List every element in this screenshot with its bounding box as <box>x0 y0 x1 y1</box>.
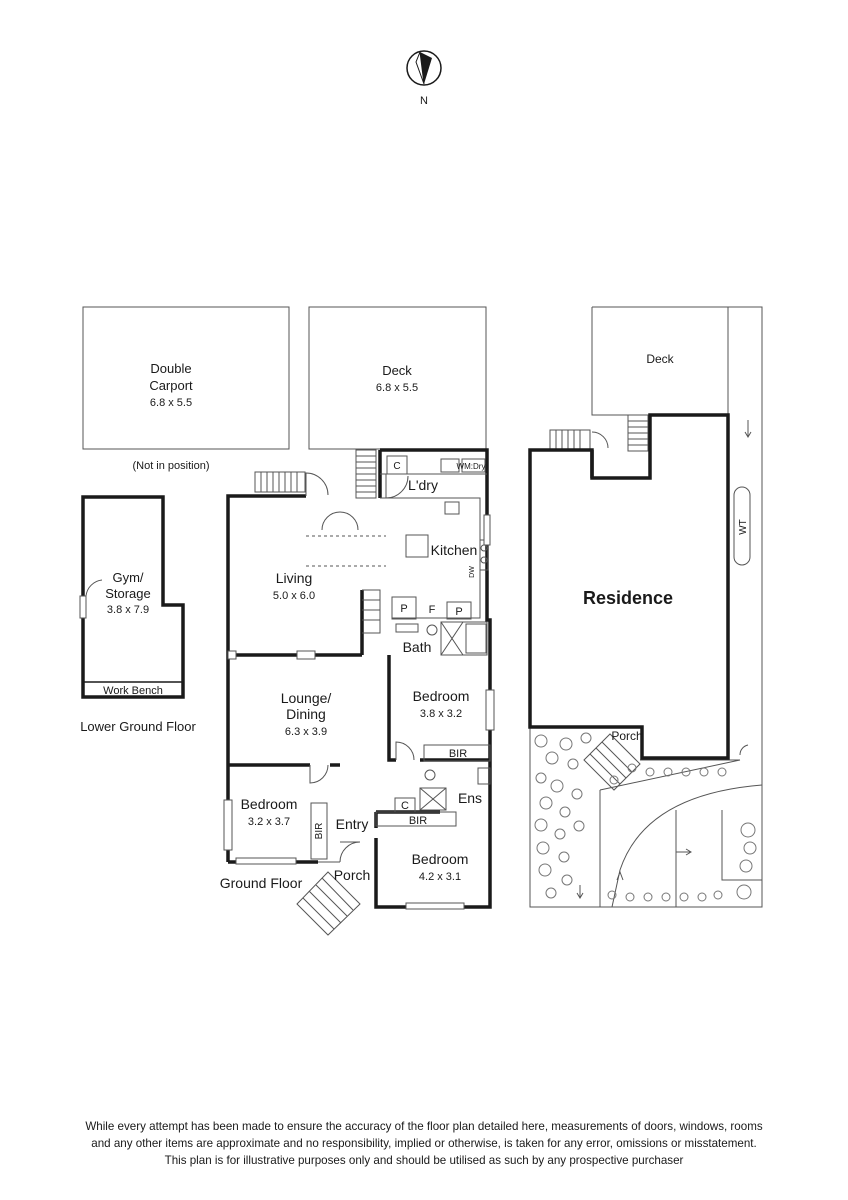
pantry-label-2: P <box>455 606 462 618</box>
kitchen-label: Kitchen <box>431 542 478 558</box>
deck-size: 6.8 x 5.5 <box>376 382 418 394</box>
ground-floor-fittings <box>223 455 495 910</box>
lounge-label-line1: Lounge/ <box>281 690 332 706</box>
laundry-label: L'dry <box>408 477 438 493</box>
carport-label-line1: Double <box>150 361 191 376</box>
bir-c-label: BIR <box>314 823 325 840</box>
carport-outline <box>82 306 290 450</box>
living-label: Living <box>276 570 313 586</box>
bir-b-label: BIR <box>409 815 427 827</box>
carport-size: 6.8 x 5.5 <box>150 397 192 409</box>
bir-a-label: BIR <box>449 748 467 760</box>
disclaimer: While every attempt has been made to ens… <box>24 1118 824 1169</box>
residence-footprint <box>528 413 730 760</box>
lounge-size: 6.3 x 3.9 <box>285 726 327 738</box>
laundry-cupboard-label: C <box>393 461 400 472</box>
lounge-label-line2: Dining <box>286 706 326 722</box>
dishwasher-label: DW <box>469 566 476 578</box>
disclaimer-line-2: and any other items are approximate and … <box>91 1137 757 1150</box>
bedroom-c-size: 4.2 x 3.1 <box>419 871 461 883</box>
deck-stairs-left <box>254 471 306 493</box>
living-size: 5.0 x 6.0 <box>273 590 315 602</box>
fridge-label: F <box>429 604 436 616</box>
gym-label-line2: Storage <box>105 586 151 601</box>
bedroom-c-label: Bedroom <box>412 851 469 867</box>
carport-label-line2: Carport <box>149 378 193 393</box>
bath-label: Bath <box>403 639 432 655</box>
ground-floor-title: Ground Floor <box>220 875 303 891</box>
carport-note: (Not in position) <box>132 460 209 472</box>
bedroom-b-size: 3.2 x 3.7 <box>248 816 290 828</box>
entry-label: Entry <box>336 816 369 832</box>
pantry-label-1: P <box>400 603 407 615</box>
porch-stairs <box>296 871 361 936</box>
lower-ground-floor-title: Lower Ground Floor <box>80 719 196 734</box>
ensuite-label: Ens <box>458 790 482 806</box>
disclaimer-line-1: While every attempt has been made to ens… <box>85 1120 763 1133</box>
garden-shrubs <box>534 732 757 902</box>
disclaimer-line-3: This plan is for illustrative purposes o… <box>164 1154 684 1167</box>
site-boundary <box>529 306 763 908</box>
bedroom-a-label: Bedroom <box>413 688 470 704</box>
bedroom-a-size: 3.8 x 3.2 <box>420 708 462 720</box>
deck-outline <box>308 306 487 450</box>
work-bench-label: Work Bench <box>103 685 163 697</box>
water-tank-label: WT <box>738 519 749 535</box>
washing-machine-label: WM:Dry <box>457 462 486 471</box>
porch-label: Porch <box>334 867 371 883</box>
residence-label: Residence <box>583 588 673 608</box>
gym-size: 3.8 x 7.9 <box>107 604 149 616</box>
bedroom-b-label: Bedroom <box>241 796 298 812</box>
deck-label: Deck <box>382 363 412 378</box>
gym-storage-walls <box>79 495 185 699</box>
site-porch-label: Porch <box>611 729 642 743</box>
site-deck-label: Deck <box>646 352 674 366</box>
ground-floor-walls <box>226 448 492 909</box>
gym-label-line1: Gym/ <box>112 570 143 585</box>
ensuite-cupboard-label: C <box>401 800 409 812</box>
north-arrow-icon <box>406 50 442 86</box>
compass-north-label: N <box>420 95 428 107</box>
deck-stairs-right <box>355 449 377 499</box>
